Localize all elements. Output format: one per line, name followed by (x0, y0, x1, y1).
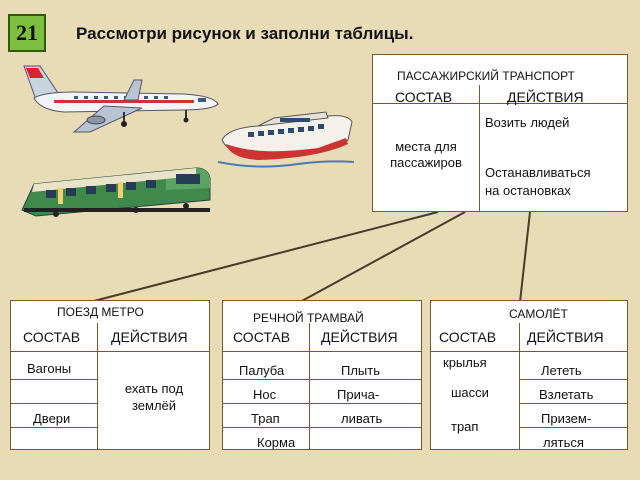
airplane-table: САМОЛЁТ СОСТАВ ДЕЙСТВИЯ крылья шасси тра… (430, 300, 628, 450)
composition-line: Двери (33, 411, 71, 426)
action-line: ехать под (124, 381, 184, 396)
composition-line: Нос (253, 387, 277, 402)
action-line: землёй (131, 398, 177, 413)
composition-line: пассажиров (390, 155, 462, 170)
table-caption: ПОЕЗД МЕТРО (57, 305, 144, 319)
composition-line: шасси (451, 385, 489, 400)
composition-line: Корма (257, 435, 296, 450)
action-line: на остановках (485, 183, 571, 198)
action-line: Взлетать (539, 387, 594, 402)
composition-line: Вагоны (27, 361, 72, 376)
column-header-composition: СОСТАВ (233, 329, 291, 345)
table-caption: РЕЧНОЙ ТРАМВАЙ (253, 311, 364, 325)
action-line: ляться (543, 435, 584, 450)
river-tram-table: РЕЧНОЙ ТРАМВАЙ СОСТАВ ДЕЙСТВИЯ Палуба Но… (222, 300, 422, 450)
column-header-composition: СОСТАВ (395, 89, 453, 105)
composition-line: Палуба (239, 363, 285, 378)
column-header-actions: ДЕЙСТВИЯ (321, 329, 398, 345)
action-line: Останавливаться (485, 165, 591, 180)
composition-line: Трап (251, 411, 280, 426)
task-number: 21 (16, 20, 38, 45)
composition-line: трап (451, 419, 479, 434)
task-number-badge: 21 (8, 14, 46, 52)
column-header-actions: ДЕЙСТВИЯ (111, 329, 188, 345)
airplane-illustration (23, 65, 219, 133)
action-line: Лететь (541, 363, 582, 378)
column-header-actions: ДЕЙСТВИЯ (527, 329, 604, 345)
river-tram-illustration (218, 111, 354, 168)
table-caption: САМОЛЁТ (509, 307, 568, 321)
composition-line: крылья (443, 355, 487, 370)
action-line: ливать (341, 411, 383, 426)
column-header-actions: ДЕЙСТВИЯ (507, 89, 584, 105)
composition-line: места для (395, 139, 457, 154)
page-title: Рассмотри рисунок и заполни таблицы. (76, 24, 414, 43)
metro-train-illustration (21, 167, 211, 217)
action-line: Прича- (337, 387, 380, 402)
passenger-transport-table: ПАССАЖИРСКИЙ ТРАНСПОРТ СОСТАВ ДЕЙСТВИЯ м… (372, 54, 628, 212)
action-line: Возить людей (485, 115, 570, 130)
column-header-composition: СОСТАВ (439, 329, 497, 345)
metro-train-table: ПОЕЗД МЕТРО СОСТАВ ДЕЙСТВИЯ Вагоны Двери… (10, 300, 210, 450)
action-line: Призем- (541, 411, 592, 426)
column-header-composition: СОСТАВ (23, 329, 81, 345)
action-line: Плыть (341, 363, 380, 378)
table-caption: ПАССАЖИРСКИЙ ТРАНСПОРТ (397, 69, 575, 83)
